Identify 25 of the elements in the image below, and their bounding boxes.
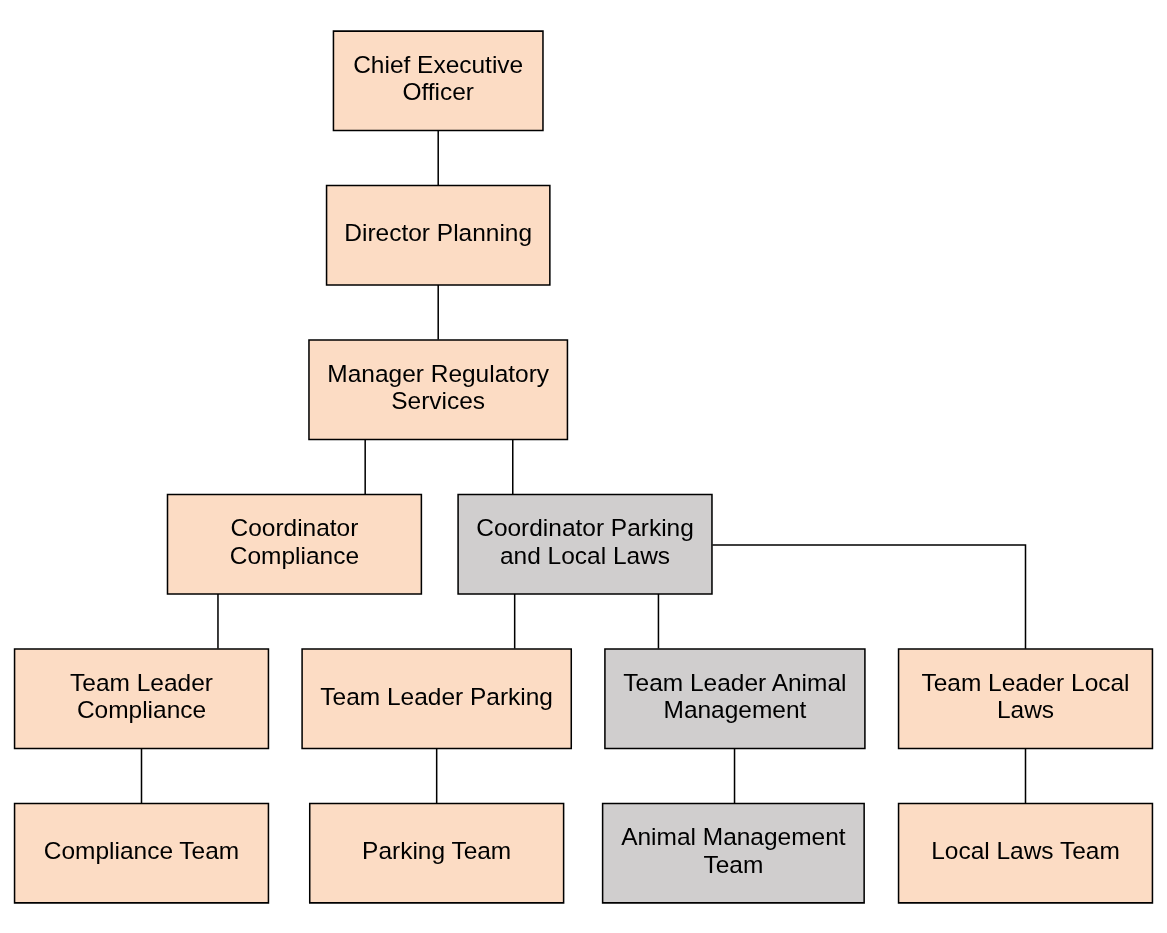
- node-box: Local Laws Team: [897, 802, 1154, 904]
- node-box: Director Planning: [325, 184, 551, 286]
- connector: [512, 438, 514, 495]
- node-box: Parking Team: [308, 802, 565, 904]
- node-box: Team Leader Parking: [301, 647, 573, 749]
- node-box: Team Leader Animal Management: [604, 647, 866, 749]
- node-box: Manager Regulatory Services: [308, 338, 569, 440]
- node-box: Animal Management Team: [601, 802, 865, 904]
- connector: [437, 129, 439, 186]
- node-box: Team Leader Compliance: [13, 647, 270, 749]
- connector: [364, 438, 366, 495]
- node-box: Compliance Team: [13, 802, 270, 904]
- connector: [733, 747, 736, 804]
- connector: [1024, 747, 1027, 804]
- node-box: Coordinator Parking and Local Laws: [457, 493, 713, 595]
- node-box: Chief Executive Officer: [332, 29, 544, 131]
- connector: [513, 592, 516, 649]
- connector: [657, 592, 660, 649]
- node-box: Team Leader Local Laws: [897, 647, 1154, 749]
- connector: [435, 747, 438, 804]
- connector: [217, 592, 219, 649]
- node-box: Coordinator Compliance: [166, 493, 423, 595]
- connector: [711, 543, 1027, 650]
- connector: [140, 747, 143, 804]
- connector: [437, 283, 439, 340]
